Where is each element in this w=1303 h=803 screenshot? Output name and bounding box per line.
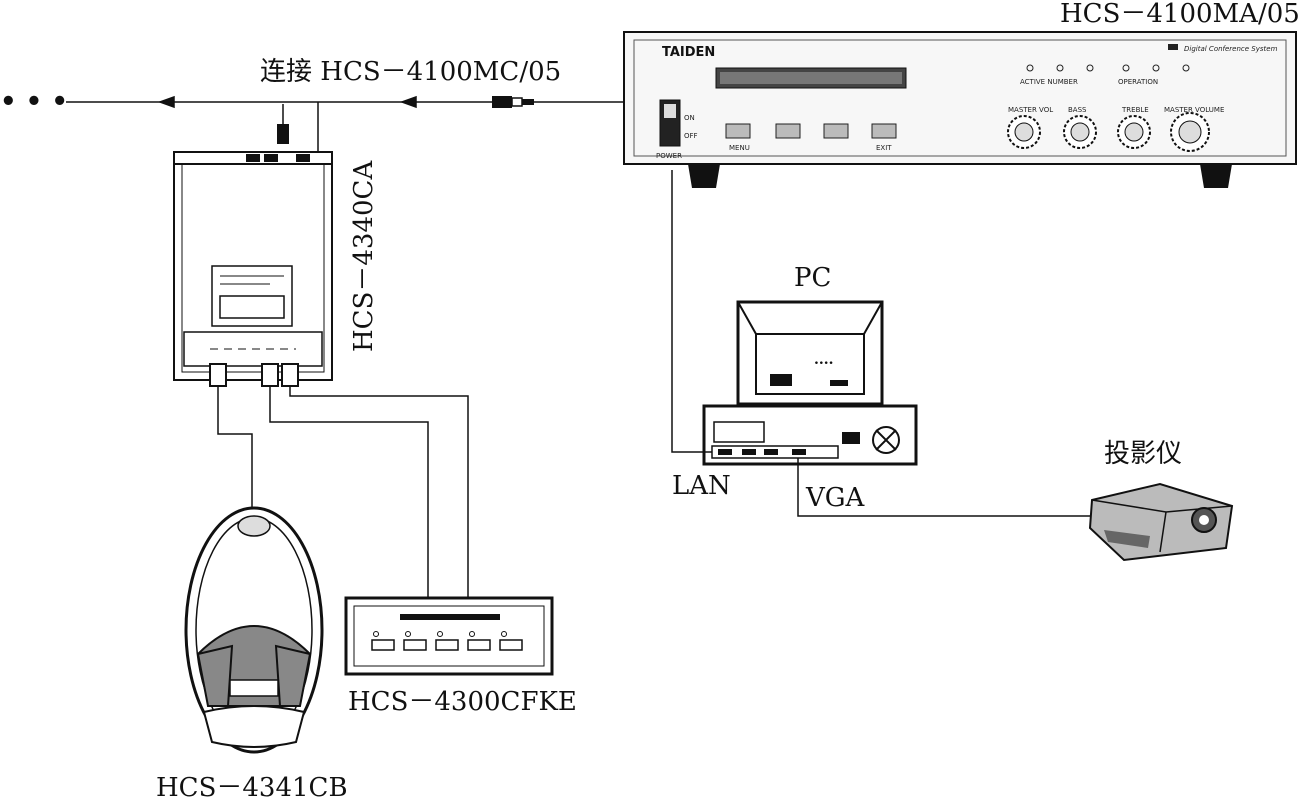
exit-button[interactable]: [871, 123, 897, 139]
label-pc: PC: [794, 263, 831, 293]
top-connector-icon: [277, 124, 289, 144]
right-button[interactable]: [823, 123, 849, 139]
main-unit-hcs-4100ma: TAIDEN Digital Conference System ON OFF …: [623, 31, 1297, 188]
key-3[interactable]: [435, 639, 459, 651]
label-4340: HCS－4340CA: [349, 160, 379, 352]
indicator-leds: [1026, 64, 1190, 72]
keypad-buttons: [371, 631, 523, 651]
operation-label: OPERATION: [1118, 78, 1158, 86]
bus-line: [66, 95, 624, 109]
foot-left: [688, 164, 720, 188]
inline-connector-icon: [492, 96, 534, 108]
menu-button-label: MENU: [729, 144, 750, 152]
foot-right: [1200, 164, 1232, 188]
brand-logo: TAIDEN: [662, 45, 715, 60]
power-rocker: [664, 104, 676, 118]
port-2: [261, 363, 279, 387]
label-4341: HCS－4341CB: [156, 773, 348, 798]
knob-label-3: TREBLE: [1121, 106, 1149, 114]
projector-icon: [1088, 482, 1234, 562]
svg-text:....: ....: [814, 352, 834, 368]
unit-hcs-4341cb: [184, 506, 324, 754]
label-lan: LAN: [672, 471, 731, 501]
left-button[interactable]: [775, 123, 801, 139]
key-4[interactable]: [467, 639, 491, 651]
panel-subtitle: Digital Conference System: [1184, 45, 1278, 53]
knobs: MASTER VOL BASS TREBLE MASTER VOLUME: [1007, 106, 1224, 152]
label-main-unit: HCS－4100MA/05: [1060, 0, 1300, 29]
pc: ....: [702, 300, 918, 466]
key-5[interactable]: [499, 639, 523, 651]
active-number-label: ACTIVE NUMBER: [1020, 78, 1078, 86]
key-1[interactable]: [371, 639, 395, 651]
power-on-label: ON: [684, 114, 695, 122]
cables-4340: [217, 386, 469, 598]
port-1: [209, 363, 227, 387]
unit-hcs-4340ca: [173, 102, 333, 387]
cables-pc: [671, 170, 1092, 517]
label-ellipsis: • • •: [0, 87, 68, 117]
key-2[interactable]: [403, 639, 427, 651]
port-3: [281, 363, 299, 387]
cb-display: [229, 679, 279, 697]
menu-button[interactable]: [725, 123, 751, 139]
label-connect: 连接 HCS－4100MC/05: [260, 57, 561, 87]
unit-hcs-4300cfke: [344, 596, 554, 676]
exit-button-label: EXIT: [876, 144, 892, 152]
badge-icon: [1168, 44, 1178, 50]
card-slot: [400, 614, 500, 620]
front-buttons: MENU EXIT: [725, 123, 897, 152]
display-segments: [720, 72, 902, 84]
label-projector: 投影仪: [1104, 439, 1182, 469]
power-off-label: OFF: [684, 132, 698, 140]
power-label: POWER: [656, 152, 682, 160]
knob-label-2: BASS: [1068, 106, 1087, 114]
label-vga: VGA: [805, 483, 866, 513]
label-4300: HCS－4300CFKE: [348, 687, 577, 717]
knob-label-4: MASTER VOLUME: [1164, 106, 1224, 114]
knob-label-1: MASTER VOL: [1008, 106, 1053, 114]
